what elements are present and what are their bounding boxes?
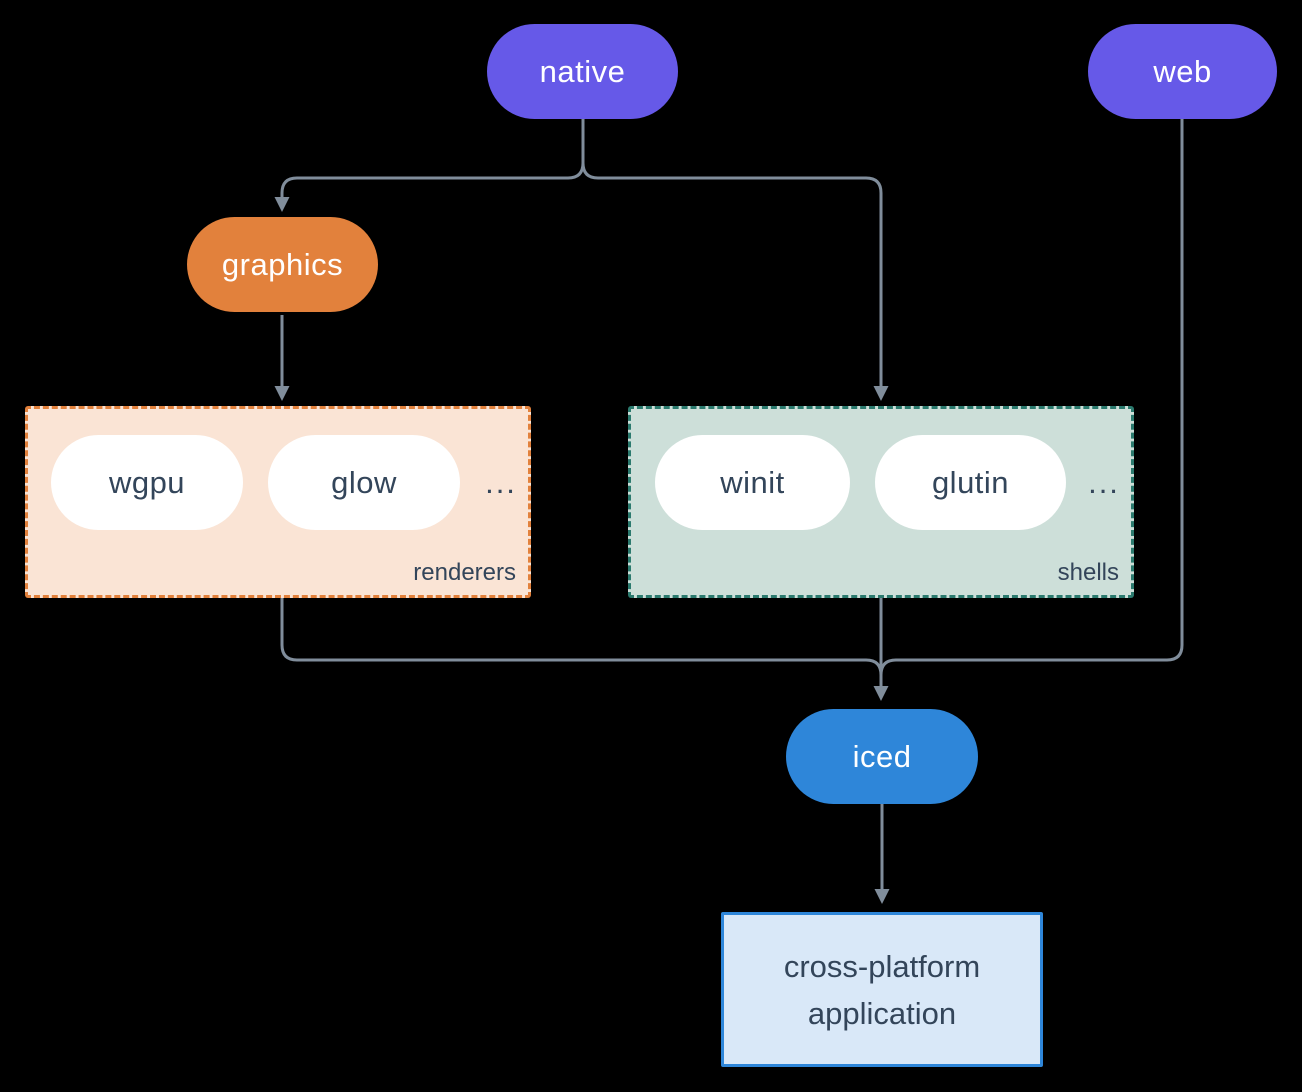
edge-web-to-merge bbox=[879, 118, 1184, 676]
node-iced: iced bbox=[786, 709, 978, 804]
node-native: native bbox=[487, 24, 678, 119]
node-native-label: native bbox=[539, 53, 626, 89]
node-graphics: graphics bbox=[187, 217, 378, 312]
edge-group bbox=[274, 118, 1184, 904]
node-iced-label: iced bbox=[852, 738, 912, 774]
node-web: web bbox=[1088, 24, 1277, 119]
edge-renderers-to-merge bbox=[280, 598, 883, 676]
group-shells: winit glutin ... shells bbox=[628, 406, 1134, 598]
renderers-group-label: renderers bbox=[413, 559, 516, 586]
node-graphics-label: graphics bbox=[221, 246, 344, 282]
group-renderers: wgpu glow ... renderers bbox=[25, 406, 531, 598]
node-glutin-label: glutin bbox=[931, 464, 1010, 500]
node-wgpu-label: wgpu bbox=[108, 464, 186, 500]
node-wgpu: wgpu bbox=[51, 435, 243, 530]
shells-group-label: shells bbox=[1057, 559, 1119, 586]
edge-native-to-graphics bbox=[274, 118, 585, 212]
edge-native-to-shells bbox=[581, 118, 889, 401]
shells-ellipsis: ... bbox=[1088, 464, 1120, 500]
renderers-ellipsis: ... bbox=[485, 464, 517, 500]
node-web-label: web bbox=[1153, 53, 1212, 89]
node-glow-label: glow bbox=[331, 464, 397, 500]
node-cross-platform-application: cross-platform application bbox=[721, 912, 1043, 1067]
node-winit: winit bbox=[655, 435, 850, 530]
app-label-line2: application bbox=[807, 995, 957, 1031]
app-label-line1: cross-platform bbox=[783, 948, 981, 984]
node-glutin: glutin bbox=[875, 435, 1066, 530]
node-winit-label: winit bbox=[720, 464, 785, 500]
node-glow: glow bbox=[268, 435, 460, 530]
